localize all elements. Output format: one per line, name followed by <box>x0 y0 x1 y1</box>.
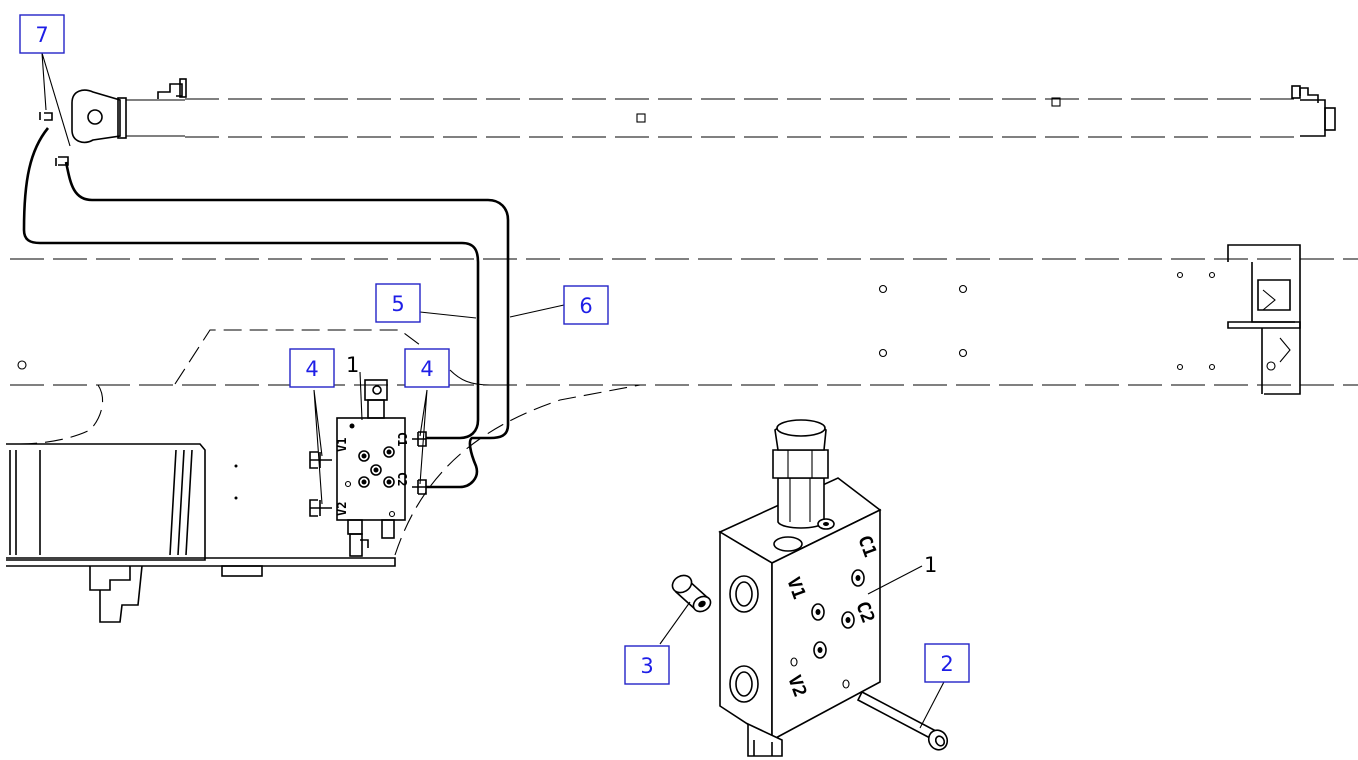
hose-fitting-brackets <box>39 112 69 166</box>
port-c1-small: C1 <box>395 432 409 446</box>
left-structure <box>6 384 396 623</box>
part-label-1-large: 1 <box>924 553 937 577</box>
callout-3[interactable]: 3 <box>624 645 670 685</box>
callout-4-left[interactable]: 4 <box>289 348 335 388</box>
callout-2-label: 2 <box>940 652 953 676</box>
callout-2[interactable]: 2 <box>924 643 970 683</box>
hose-5 <box>64 161 510 489</box>
callout-6[interactable]: 6 <box>563 285 609 325</box>
valve-block-large: V1 V2 C1 C2 <box>718 419 882 757</box>
leader-lines <box>41 52 947 729</box>
callout-4-right-label: 4 <box>420 357 433 381</box>
callout-4-left-label: 4 <box>305 357 318 381</box>
port-c2-small: C2 <box>395 472 409 486</box>
chassis-frame <box>10 244 1358 556</box>
callout-3-label: 3 <box>640 654 653 678</box>
callout-7-label: 7 <box>35 23 48 47</box>
part-label-1-small: 1 <box>346 353 359 377</box>
hydraulic-cylinder <box>71 78 1336 144</box>
valve-block-small: V1 V2 C1 C2 <box>309 379 427 557</box>
callout-4-right[interactable]: 4 <box>404 348 450 388</box>
callout-5[interactable]: 5 <box>375 283 421 323</box>
callout-7[interactable]: 7 <box>19 14 65 54</box>
hose-6 <box>22 127 480 440</box>
mounting-bolt <box>856 690 949 751</box>
callout-5-label: 5 <box>391 292 404 316</box>
callout-6-label: 6 <box>579 294 592 318</box>
port-v2-small: V2 <box>335 502 349 516</box>
port-v1-small: V1 <box>335 438 349 452</box>
spacer-bushing <box>671 574 712 613</box>
